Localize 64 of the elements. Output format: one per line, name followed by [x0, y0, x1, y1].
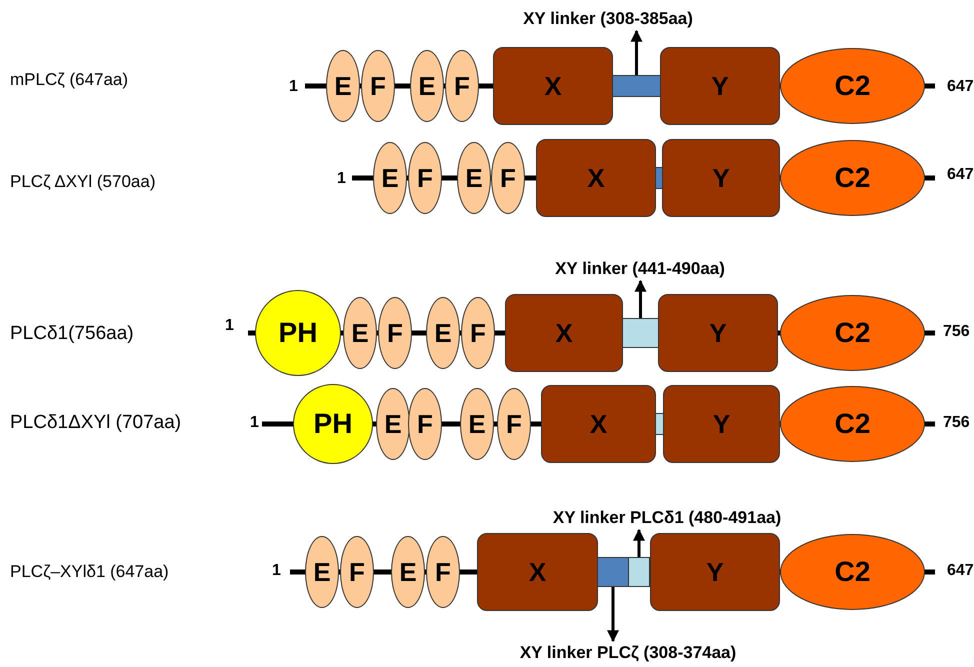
ef-hand-domain: F: [408, 388, 442, 460]
construct-name: PLCδ1(756aa): [10, 323, 134, 345]
ef-hand-domain: E: [373, 142, 407, 214]
construct-name: PLCζ–XYlδ1 (647aa): [10, 562, 169, 582]
catalytic-domain: Y: [662, 139, 780, 217]
ef-hand-domain: E: [391, 536, 425, 608]
leader-arrow: [633, 528, 645, 557]
linker-annotation: XY linker PLCζ (308-374aa): [488, 641, 768, 665]
catalytic-domain: Y: [658, 294, 778, 372]
linker-bar: [628, 557, 650, 587]
linker-bar: [612, 75, 661, 97]
linker-annotation: XY linker (441-490aa): [530, 257, 750, 281]
c2-domain: C2: [780, 534, 925, 610]
c2-domain: C2: [780, 140, 925, 216]
ph-domain: PH: [293, 384, 373, 464]
linker-bar: [597, 557, 629, 587]
catalytic-domain: X: [493, 47, 613, 125]
residue-number: 1: [250, 414, 259, 432]
catalytic-domain: X: [505, 294, 623, 372]
c2-domain: C2: [780, 295, 925, 371]
c2-domain: C2: [780, 48, 925, 124]
linker-annotation: XY linker PLCδ1 (480-491aa): [522, 506, 812, 530]
catalytic-domain: X: [541, 385, 656, 463]
construct-name: PLCδ1ΔXYl (707aa): [10, 412, 182, 434]
ef-hand-domain: E: [457, 142, 491, 214]
ef-hand-domain: E: [376, 388, 410, 460]
catalytic-domain: X: [536, 139, 656, 217]
ef-hand-domain: E: [410, 50, 444, 122]
ef-hand-domain: F: [491, 142, 525, 214]
leader-arrow: [634, 280, 646, 318]
residue-number: 1: [289, 78, 298, 96]
c2-domain: C2: [780, 386, 925, 462]
ef-hand-domain: F: [408, 142, 442, 214]
catalytic-domain: Y: [663, 385, 780, 463]
residue-number: 1: [337, 170, 346, 188]
residue-number: 647: [947, 562, 974, 580]
ef-hand-domain: F: [497, 388, 531, 460]
ef-hand-domain: E: [326, 50, 360, 122]
ef-hand-domain: E: [426, 297, 460, 369]
residue-number: 756: [943, 414, 970, 432]
leader-arrow: [607, 587, 619, 642]
ef-hand-domain: F: [461, 297, 495, 369]
residue-number: 647: [947, 78, 974, 96]
construct-name: mPLCζ (647aa): [10, 70, 128, 90]
ef-hand-domain: F: [426, 536, 460, 608]
leader-arrow: [630, 30, 642, 75]
ph-domain: PH: [255, 290, 341, 376]
ef-hand-domain: F: [445, 50, 479, 122]
residue-number: 756: [943, 323, 970, 341]
catalytic-domain: Y: [650, 533, 780, 611]
ef-hand-domain: E: [343, 297, 377, 369]
residue-number: 647: [947, 166, 974, 184]
residue-number: 1: [272, 562, 281, 580]
ef-hand-domain: E: [460, 388, 494, 460]
construct-name: PLCζ ΔXYl (570aa): [10, 172, 156, 192]
ef-hand-domain: F: [378, 297, 412, 369]
catalytic-domain: X: [477, 533, 598, 611]
ef-hand-domain: F: [361, 50, 395, 122]
linker-bar: [622, 318, 659, 348]
catalytic-domain: Y: [660, 47, 780, 125]
residue-number: 1: [225, 317, 234, 335]
linker-annotation: XY linker (308-385aa): [498, 7, 718, 31]
ef-hand-domain: F: [340, 536, 374, 608]
ef-hand-domain: E: [305, 536, 339, 608]
